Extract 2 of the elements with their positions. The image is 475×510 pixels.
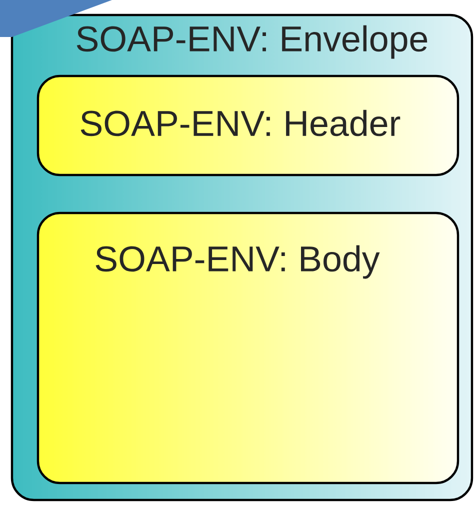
- header-box: SOAP-ENV: Header: [36, 74, 460, 176]
- body-box: SOAP-ENV: Body: [36, 212, 460, 484]
